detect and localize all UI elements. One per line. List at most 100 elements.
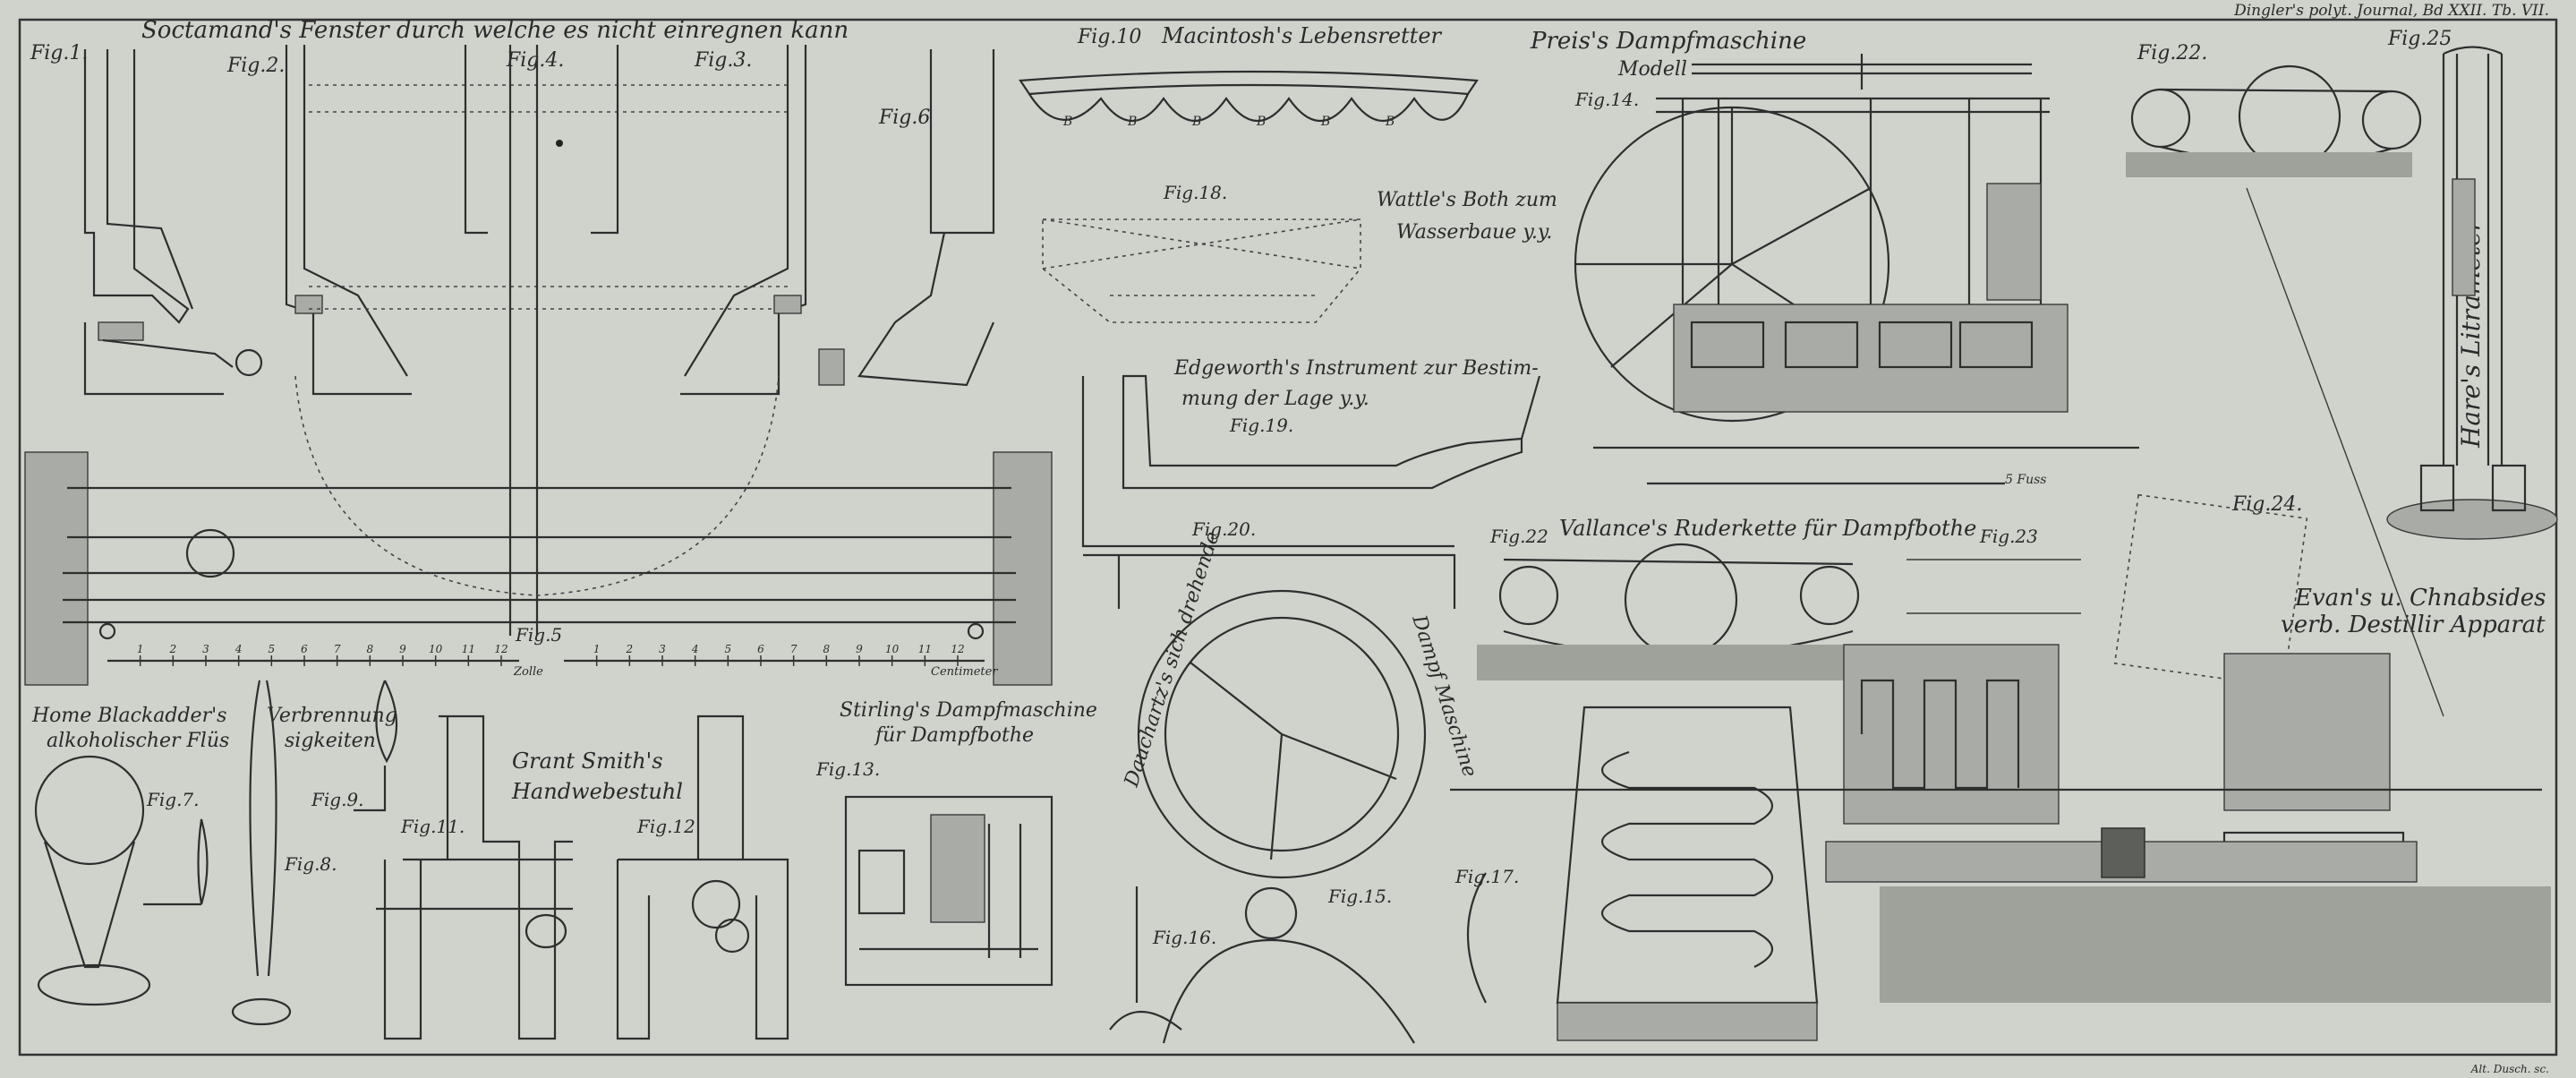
engine-base: [1673, 304, 2068, 413]
engine-panel-2: [1784, 321, 1859, 369]
lifesaver-letter: B: [1127, 115, 1137, 129]
fig6-block: [818, 348, 845, 386]
steam-title-2: Modell: [1617, 58, 1687, 81]
fig14-label: Fig.14.: [1574, 89, 1639, 110]
engine-panel-3: [1878, 321, 1953, 369]
scale-left-unit: Zolle: [513, 665, 543, 679]
loom-figure: Grant Smith's Handwebestuhl Fig.11. Fig.…: [376, 714, 789, 1040]
scale-number: 12: [951, 643, 964, 655]
fig5-label: Fig.5: [515, 624, 562, 646]
fig9-label: Fig.9.: [311, 789, 364, 810]
fig8-base: [231, 997, 292, 1026]
scale-number: 3: [659, 643, 666, 655]
fig10-label: Fig.10: [1077, 26, 1141, 48]
chain-water: [2126, 152, 2412, 177]
blackadder-title-1: Home Blackadder's: [31, 705, 226, 727]
fig5-swing-arc: [294, 375, 780, 596]
rotary-outer-ring: [1137, 589, 1427, 879]
fig3-sash: [684, 45, 789, 377]
scale-number: 7: [334, 643, 341, 655]
scale-number: 8: [367, 643, 374, 655]
fig5-wheel-right: [967, 622, 985, 640]
still-boiler: [2223, 653, 2391, 811]
lifesaver-title: Macintosh's Lebensretter: [1161, 23, 1443, 48]
serpentine-box: [1843, 644, 2060, 825]
litrameter-base: [2386, 499, 2558, 540]
stirling-frame: [844, 795, 1053, 987]
scale-number: 1: [137, 643, 144, 655]
fig23-chain: [1906, 559, 2081, 614]
scale-right-unit: Centimeter: [931, 665, 998, 679]
scale-number: 9: [856, 643, 863, 655]
scale-number: 12: [494, 643, 508, 655]
rotary-hub: [1244, 886, 1298, 940]
scale-number: 9: [399, 643, 406, 655]
edgeworth-title-2: mung der Lage y.y.: [1181, 388, 1369, 410]
fig6-lower: [857, 232, 995, 387]
fig9-burner: [354, 766, 387, 812]
fig1-base: [83, 322, 224, 396]
fig1-sash: [106, 49, 194, 310]
fig17-label: Fig.17.: [1454, 866, 1519, 887]
fig20-instrument: [1081, 376, 1456, 609]
vallance-wheel-right: [1799, 565, 1860, 626]
fig2-sash: [303, 45, 408, 377]
fig23-label: Fig.23: [1979, 526, 2038, 547]
blackadder-figure: Home Blackadder's alkoholischer Flüs Ver…: [31, 680, 398, 1026]
plate-border: [18, 18, 2558, 1057]
edgeworth-title-1: Edgeworth's Instrument zur Bestim-: [1173, 357, 1539, 380]
fig11-frame: [376, 714, 573, 1040]
litrameter-cup-left: [2419, 464, 2455, 512]
boat-dotted-lines: [1042, 218, 1361, 296]
vallance-wheel-left: [1498, 565, 1559, 626]
stirling-rods: [859, 824, 1038, 958]
stirling-box-left: [857, 849, 906, 915]
scale-number: 6: [757, 643, 764, 655]
scale-number: 6: [301, 643, 308, 655]
fig12-frame: [616, 714, 789, 1040]
fig19-pointer: [1520, 375, 1541, 440]
fig12-gear: [691, 879, 741, 929]
fig12-gear-small: [714, 918, 750, 954]
blackadder-title-2: alkoholischer Flüs: [47, 730, 229, 752]
fig1-label: Fig.1.: [30, 42, 88, 64]
stirling-cylinder: [930, 814, 985, 923]
vallance-water: [1477, 645, 1889, 680]
worm-base: [1557, 1002, 1818, 1041]
water-trough: [1880, 886, 2551, 1003]
litrameter-top: [2443, 46, 2503, 56]
distiller-figure: Fig.24. Evan's u. Chnabsides verb. Desti…: [1450, 187, 2551, 1041]
chain-figure-top: Fig.22.: [2126, 42, 2422, 177]
engine-scale-label: 5 Fuss: [2005, 473, 2046, 487]
rotary-inner-ring: [1164, 616, 1400, 852]
fig17-arc: [1467, 872, 1487, 1004]
fig18-label: Fig.18.: [1163, 182, 1227, 203]
lifesaver-letter: B: [1191, 115, 1201, 129]
stirling-title-1: Stirling's Dampfmaschine: [840, 699, 1097, 722]
evans-title-1: Evan's u. Chnabsides: [2294, 585, 2546, 612]
steam-title-1: Preis's Dampfmaschine: [1530, 28, 1806, 55]
litrameter-cup-right: [2491, 464, 2527, 512]
lifesaver-festoons: [1028, 93, 1470, 122]
fig22b-label: Fig.22: [1489, 526, 1548, 547]
lifesaver-letter: B: [1320, 115, 1330, 129]
engine-beam: [1692, 54, 2032, 90]
fig22a-label: Fig.22.: [2137, 42, 2207, 64]
fig3-label: Fig.3.: [694, 49, 752, 72]
scale-number: 3: [202, 643, 209, 655]
worm-coil: [1600, 750, 1773, 968]
rotary-arms: [1190, 662, 1397, 860]
steam-engine-figure: Preis's Dampfmaschine Modell Fig.14. 5 F…: [1530, 28, 2139, 487]
engine-flywheel-spokes: [1575, 107, 1872, 368]
litrameter-scale: [2452, 178, 2476, 296]
fig20-label: Fig.20.: [1191, 518, 1256, 540]
scale-number: 1: [593, 643, 601, 655]
scale-number: 10: [429, 643, 443, 655]
scale-number: 5: [725, 643, 732, 655]
fig7-cone: [43, 841, 136, 969]
edgeworth-figure: Edgeworth's Instrument zur Bestim- mung …: [1081, 357, 1541, 609]
window-title: Soctamand's Fenster durch welche es nich…: [141, 17, 849, 44]
library-stamp: [185, 528, 235, 578]
fig19-label: Fig.19.: [1229, 415, 1293, 436]
